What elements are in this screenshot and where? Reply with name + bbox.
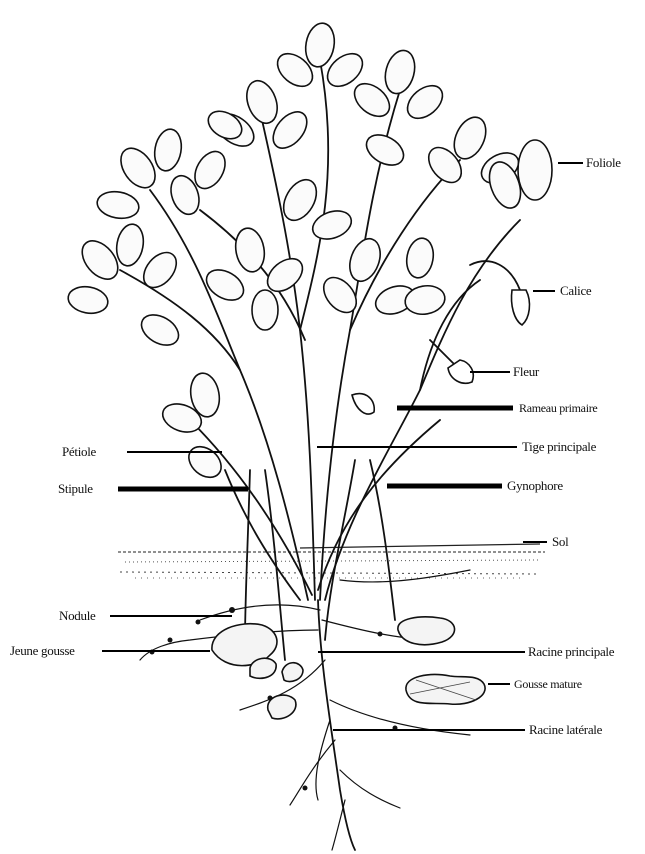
label-tige-principale: Tige principale [522, 439, 596, 455]
label-rameau-primaire: Rameau primaire [519, 400, 597, 416]
label-calice: Calice [560, 283, 591, 299]
label-racine-principale: Racine principale [528, 644, 614, 660]
label-gousse-mature: Gousse mature [514, 676, 582, 692]
label-gynophore: Gynophore [507, 478, 563, 494]
flowers [352, 261, 529, 414]
label-racine-laterale: Racine latérale [529, 722, 602, 738]
label-nodule: Nodule [59, 608, 95, 624]
roots [140, 570, 470, 850]
label-fleur: Fleur [513, 364, 539, 380]
label-petiole: Pétiole [62, 444, 96, 460]
label-jeune-gousse: Jeune gousse [10, 643, 75, 659]
leader-lines [102, 163, 583, 730]
leaves [66, 21, 552, 484]
label-stipule: Stipule [58, 481, 93, 497]
pods [212, 617, 485, 719]
label-foliole: Foliole [586, 155, 621, 171]
label-sol: Sol [552, 534, 568, 550]
